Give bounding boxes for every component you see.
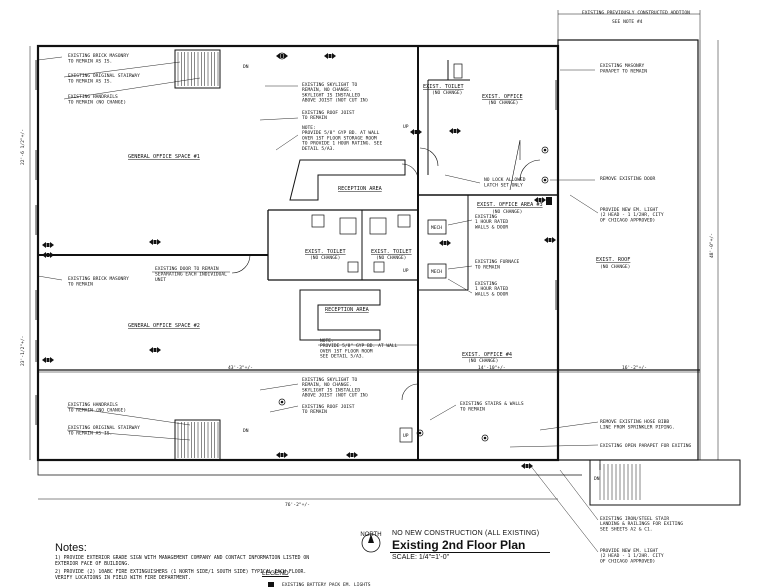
svg-text:16'-2"+/-: 16'-2"+/- [622, 365, 647, 371]
svg-text:(NO CHANGE): (NO CHANGE) [600, 264, 630, 270]
svg-text:76'-2"+/-: 76'-2"+/- [285, 502, 310, 508]
north-arrow [361, 533, 381, 553]
svg-text:EXIST. ROOF: EXIST. ROOF [596, 257, 630, 263]
legend-item: EXISTING BATTERY PACK EM. LIGHTS [268, 582, 371, 588]
svg-text:RECEPTION AREA: RECEPTION AREA [338, 186, 383, 192]
addition-title: EXISTING PREVIOUSLY CONSTRUCTED ADDTION [582, 10, 690, 16]
svg-text:EXIST. TOILET: EXIST. TOILET [423, 84, 464, 90]
svg-text:UP: UP [403, 124, 409, 130]
svg-text:48'-0"+/-: 48'-0"+/- [709, 233, 715, 258]
svg-text:23'-1/2"+/-: 23'-1/2"+/- [20, 336, 26, 366]
legend-heading: LEGEND [262, 570, 289, 577]
battery-light-icon [268, 582, 274, 587]
svg-text:MECH: MECH [431, 269, 442, 275]
room-office-2: GENERAL OFFICE SPACE #2 [128, 323, 200, 329]
svg-text:EXIST. TOILET: EXIST. TOILET [305, 249, 346, 255]
svg-text:(NO CHANGE): (NO CHANGE) [376, 255, 406, 261]
svg-text:MECH: MECH [431, 225, 442, 231]
svg-text:(NO CHANGE): (NO CHANGE) [468, 358, 498, 364]
note-2: 2) PROVIDE (2) 10ABC FIRE EXTINGUISHERS … [55, 570, 307, 581]
svg-text:DN: DN [243, 428, 249, 434]
dimension-lines [29, 10, 719, 500]
svg-text:EXIST. OFFICE: EXIST. OFFICE [482, 94, 523, 100]
svg-text:(NO CHANGE): (NO CHANGE) [492, 209, 522, 215]
svg-text:PROVIDE NEW EM. LIGHT(2 HEAD -: PROVIDE NEW EM. LIGHT(2 HEAD - 1 1/2HR, … [600, 207, 664, 223]
svg-text:DN: DN [243, 64, 249, 70]
svg-text:PROVIDE NEW EM. LIGHT(2 HEAD -: PROVIDE NEW EM. LIGHT(2 HEAD - 1 1/2HR. … [600, 548, 664, 564]
symbols [42, 52, 556, 469]
addition-note: SEE NOTE #4 [612, 19, 643, 25]
dimension-text: 22'-6 1/2"+/- 23'-1/2"+/- 48'-0"+/- 43'-… [20, 129, 715, 508]
title-rule [390, 552, 550, 553]
svg-text:(NO CHANGE): (NO CHANGE) [310, 255, 340, 261]
svg-text:RECEPTION AREA: RECEPTION AREA [325, 307, 370, 313]
svg-text:EXIST. TOILET: EXIST. TOILET [371, 249, 412, 255]
title-block: NO NEW CONSTRUCTION (ALL EXISTING) Exist… [385, 526, 575, 588]
svg-text:EXIST. OFFICE #4: EXIST. OFFICE #4 [462, 352, 512, 358]
notes-section: Notes: 1) PROVIDE EXTERIOR GRADE SIGN WI… [55, 542, 315, 582]
leader-lines [37, 56, 599, 553]
svg-text:EXIST. OFFICE AREA #3: EXIST. OFFICE AREA #3 [477, 202, 543, 208]
stair-treads [177, 52, 641, 500]
svg-text:DN: DN [594, 476, 600, 482]
no-new-construction: NO NEW CONSTRUCTION (ALL EXISTING) [392, 530, 540, 537]
drawing-scale: SCALE: 1/4"=1'-0" [392, 554, 450, 561]
note-1: 1) PROVIDE EXTERIOR GRADE SIGN WITH MANA… [55, 556, 310, 567]
north-label: NORTH [360, 532, 382, 538]
notes-heading: Notes: [55, 542, 87, 554]
svg-text:43'-3"+/-: 43'-3"+/- [228, 365, 253, 371]
svg-text:EXISTING OPEN PARAPET FOR EXIT: EXISTING OPEN PARAPET FOR EXITING [600, 443, 692, 449]
svg-text:REMOVE EXISTING DOOR: REMOVE EXISTING DOOR [600, 176, 656, 182]
window-marks [35, 60, 557, 425]
room-labels: GENERAL OFFICE SPACE #1 GENERAL OFFICE S… [128, 64, 630, 482]
legend-battery-label: EXISTING BATTERY PACK EM. LIGHTS [282, 583, 371, 588]
svg-text:UP: UP [403, 433, 409, 439]
walls [36, 39, 741, 506]
svg-text:(NO CHANGE): (NO CHANGE) [432, 90, 462, 96]
room-office-1: GENERAL OFFICE SPACE #1 [128, 154, 200, 160]
annotations: EXISTING PREVIOUSLY CONSTRUCTED ADDTION … [68, 10, 692, 564]
svg-text:UP: UP [403, 268, 409, 274]
svg-text:(NO CHANGE): (NO CHANGE) [488, 100, 518, 106]
svg-text:22'-6 1/2"+/-: 22'-6 1/2"+/- [20, 129, 26, 165]
drawing-title: Existing 2nd Floor Plan [392, 538, 526, 552]
svg-text:14'-10"+/-: 14'-10"+/- [478, 365, 506, 371]
